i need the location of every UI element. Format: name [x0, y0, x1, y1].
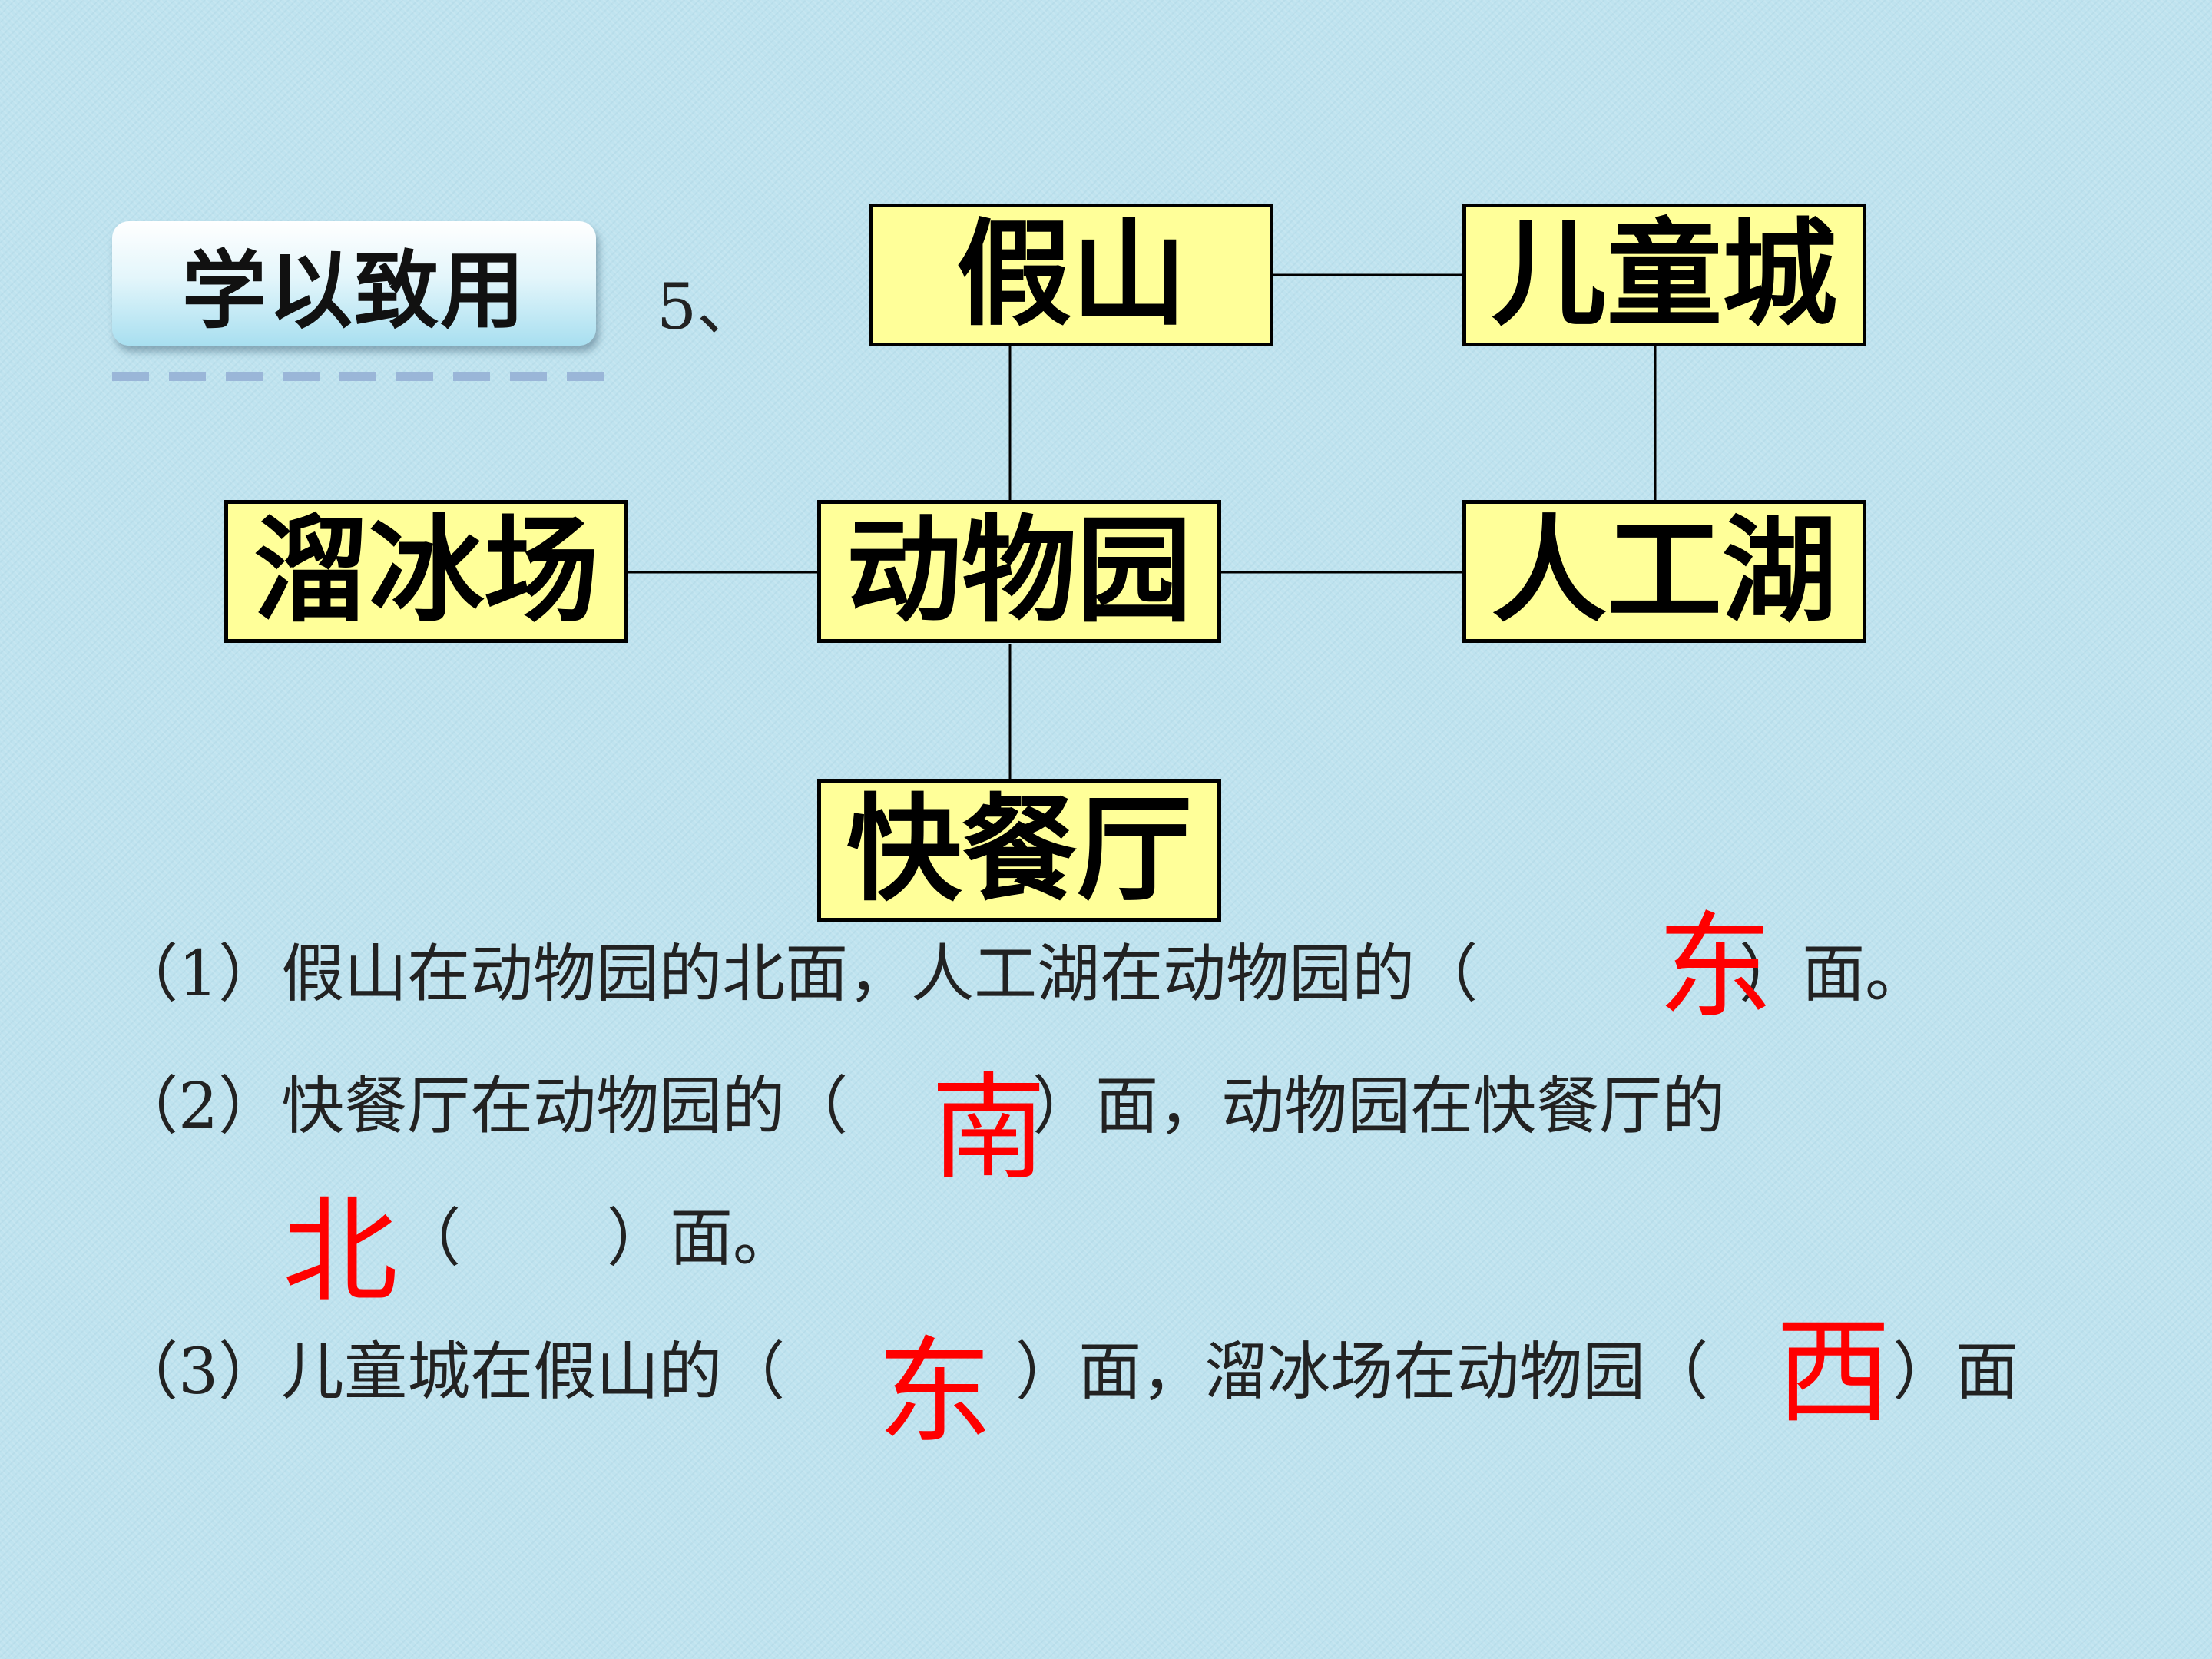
question-number: 5、: [657, 271, 760, 344]
box-liubingchang: 溜冰场: [224, 500, 628, 643]
question-2: （2）快餐厅在动物园的（）面，动物园在快餐厅的: [115, 1075, 1725, 1138]
question-2-cont-before: （: [398, 1202, 462, 1275]
answer-q3b: 西: [1776, 1306, 1892, 1439]
section-badge: 学以致用: [112, 221, 596, 346]
question-1: （1）假山在动物园的北面，人工湖在动物园的（）面。: [115, 943, 1928, 1006]
box-rengonghu: 人工湖: [1462, 500, 1866, 643]
question-3-mid: ）面，溜冰场在动物园（: [1015, 1336, 1709, 1409]
answer-q2a: 南: [931, 1062, 1047, 1196]
question-3-before: （3）儿童城在假山的（: [115, 1336, 786, 1409]
answer-q2b: 北: [283, 1185, 399, 1319]
question-2-before: （2）快餐厅在动物园的（: [115, 1070, 849, 1143]
answer-q1: 东: [1657, 901, 1773, 1035]
box-dongwuyuan: 动物园: [817, 500, 1221, 643]
question-3-after: ）面: [1892, 1336, 2019, 1409]
answer-q3a: 东: [877, 1326, 993, 1459]
box-jiashan: 假山: [869, 204, 1273, 346]
box-kuaicanting: 快餐厅: [817, 779, 1221, 922]
box-ertongcheng: 儿童城: [1462, 204, 1866, 346]
question-1-after: ）面。: [1739, 938, 1929, 1011]
question-1-before: （1）假山在动物园的北面，人工湖在动物园的（: [115, 938, 1479, 1011]
question-2-continued: （）面。: [398, 1207, 796, 1270]
dashed-divider: [112, 372, 604, 381]
question-2-after: ）面，动物园在快餐厅的: [1032, 1070, 1726, 1143]
question-3: （3）儿童城在假山的（）面，溜冰场在动物园（）面: [115, 1341, 2018, 1404]
question-2-cont-after: ）面。: [607, 1202, 796, 1275]
